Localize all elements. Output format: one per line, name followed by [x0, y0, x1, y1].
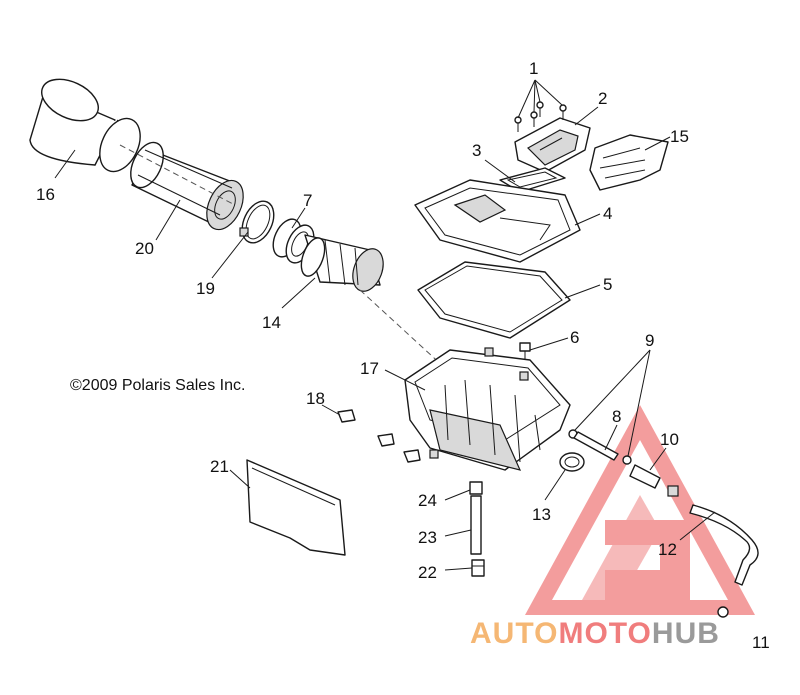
callout-8: 8 [612, 407, 621, 426]
callout-14: 14 [262, 313, 281, 332]
watermark-auto: AUTO [470, 617, 558, 650]
part-18-clips [337, 409, 421, 463]
callout-19: 19 [196, 279, 215, 298]
callout-23: 23 [418, 528, 437, 547]
callout-labels: 1 2 3 4 5 6 7 8 9 10 11 12 13 14 15 16 1… [36, 59, 770, 652]
callout-9: 9 [645, 331, 654, 350]
part-20-air-filter [130, 141, 244, 231]
copyright-notice: ©2009 Polaris Sales Inc. [70, 377, 245, 394]
callout-18: 18 [306, 389, 325, 408]
watermark-text: AUTOMOTOHUB [470, 617, 720, 650]
callout-17: 17 [360, 359, 379, 378]
part-24-drain-cap [469, 481, 483, 495]
part-17-airbox-base [404, 347, 571, 471]
part-1-screws [514, 101, 567, 132]
callout-21: 21 [210, 457, 229, 476]
part-14-intake-boot [300, 234, 384, 292]
callout-22: 22 [418, 563, 437, 582]
leader-lines [54, 79, 716, 571]
part-15-decal [589, 134, 669, 191]
callout-20: 20 [135, 239, 154, 258]
part-16-prefilter-sleeve [29, 78, 141, 173]
part-11-fitting [717, 606, 729, 618]
callout-24: 24 [418, 491, 437, 510]
part-4-airbox-lid [414, 179, 581, 263]
callout-16: 16 [36, 185, 55, 204]
part-21-panel-gasket [246, 459, 346, 556]
part-13-hose-clamp [559, 452, 585, 472]
callout-11: 11 [752, 633, 770, 652]
watermark-moto: MOTO [558, 617, 651, 650]
callout-3: 3 [472, 141, 481, 160]
callout-5: 5 [603, 275, 612, 294]
callout-7: 7 [303, 191, 312, 210]
callout-4: 4 [603, 204, 612, 223]
callout-13: 13 [532, 505, 551, 524]
part-5-lid-seal [417, 261, 571, 339]
svg-text:AUTOMOTOHUB: AUTOMOTOHUB [470, 617, 720, 650]
part-22-drain-valve [471, 559, 485, 577]
callout-12: 12 [658, 540, 677, 559]
callout-2: 2 [598, 89, 607, 108]
part-19-clamp [239, 200, 275, 244]
watermark-hub: HUB [652, 617, 720, 650]
callout-15: 15 [670, 127, 689, 146]
watermark-logo-triangle [525, 405, 755, 615]
callout-6: 6 [570, 328, 579, 347]
part-8-breather-tube [573, 431, 619, 461]
part-2-snorkel-cover [514, 117, 591, 173]
part-10-breather-filter [629, 464, 679, 497]
callout-10: 10 [660, 430, 679, 449]
callout-1: 1 [529, 59, 538, 78]
part-23-drain-tube [470, 495, 482, 555]
part-12-breather-hose [689, 504, 759, 586]
